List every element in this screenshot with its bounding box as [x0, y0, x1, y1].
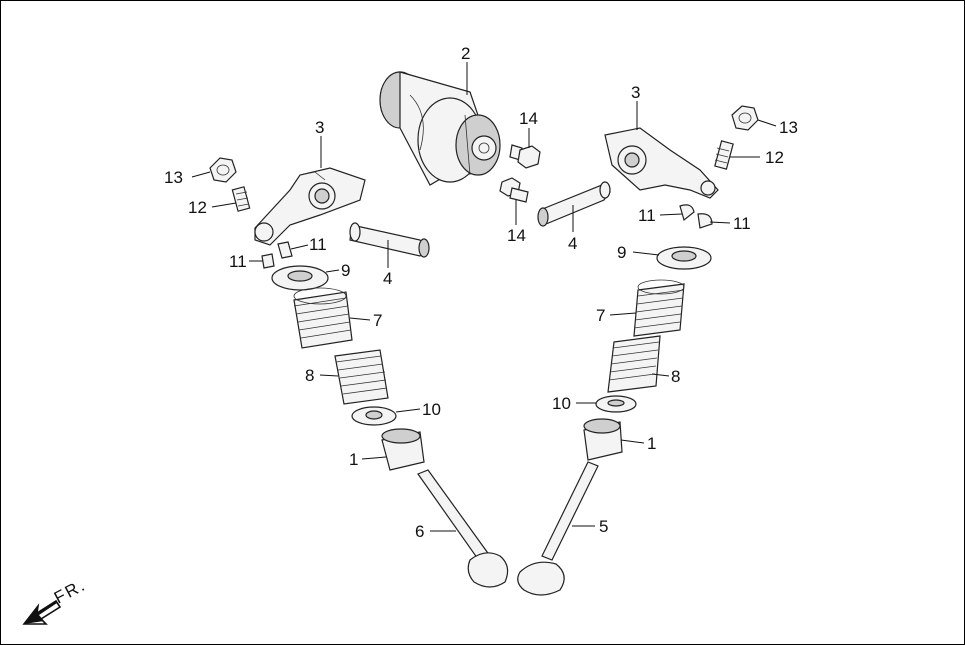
lock-nut-left	[209, 157, 237, 183]
leader-lines	[191, 62, 777, 532]
callout-1-left: 1	[349, 450, 358, 469]
valve-spring-inner-right	[607, 335, 661, 393]
valve-cotter-right-b	[697, 213, 713, 229]
valve-stem-seal-left	[381, 428, 425, 471]
callout-11-left-a: 11	[309, 235, 327, 254]
rocker-arm-left	[254, 167, 366, 246]
valve-cotter-left-a	[277, 241, 293, 259]
valve-cotter-right-a	[679, 204, 695, 222]
rocker-arm-right	[604, 127, 719, 199]
callout-11-left-b: 11	[229, 252, 247, 271]
callout-14-bottom: 14	[507, 226, 526, 245]
callout-2: 2	[461, 44, 470, 63]
valve-cotter-left-b	[261, 253, 275, 269]
callout-12-right: 12	[765, 148, 784, 167]
callout-13-right: 13	[779, 118, 798, 137]
adjusting-screw-left	[231, 186, 251, 212]
callout-3-right: 3	[631, 83, 640, 102]
valve-spring-outer-right	[633, 279, 685, 337]
callout-9-right: 9	[617, 243, 626, 262]
spring-seat-left	[351, 406, 397, 426]
callout-10-right: 10	[552, 394, 571, 413]
callout-9-left: 9	[341, 261, 350, 280]
callout-8-left: 8	[305, 366, 314, 385]
intake-valve	[517, 461, 599, 596]
valve-stem-seal-right	[583, 418, 623, 461]
callout-11-right-b: 11	[733, 214, 751, 233]
callout-10-left: 10	[422, 400, 441, 419]
front-direction-label: FR.	[51, 575, 89, 607]
valve-spring-inner-left	[334, 349, 389, 405]
camshaft-bolt-bottom	[499, 177, 529, 203]
rocker-shaft-left	[349, 222, 430, 258]
callout-7-left: 7	[373, 311, 382, 330]
callout-4-left: 4	[383, 269, 392, 288]
callout-3-left: 3	[315, 118, 324, 137]
camshaft	[379, 71, 501, 186]
rocker-shaft-right	[537, 181, 611, 227]
callout-14-top: 14	[519, 109, 538, 128]
callout-8-right: 8	[671, 367, 680, 386]
valve-spring-outer-left	[293, 287, 353, 349]
callout-7-right: 7	[596, 306, 605, 325]
spring-retainer-right	[656, 246, 712, 270]
callout-4-right: 4	[568, 234, 577, 253]
callout-1-right: 1	[647, 434, 656, 453]
callout-11-right-a: 11	[638, 206, 656, 225]
adjusting-screw-right	[714, 140, 734, 170]
exhaust-valve	[417, 469, 509, 588]
callout-6: 6	[415, 522, 424, 541]
callout-12-left: 12	[188, 198, 207, 217]
callout-13-left: 13	[164, 168, 183, 187]
spring-retainer-left	[271, 265, 329, 291]
camshaft-bolt-top	[509, 144, 541, 169]
callout-5: 5	[599, 517, 608, 536]
spring-seat-right	[595, 395, 637, 413]
front-direction-arrow: FR.	[22, 575, 89, 625]
lock-nut-right	[731, 105, 759, 131]
